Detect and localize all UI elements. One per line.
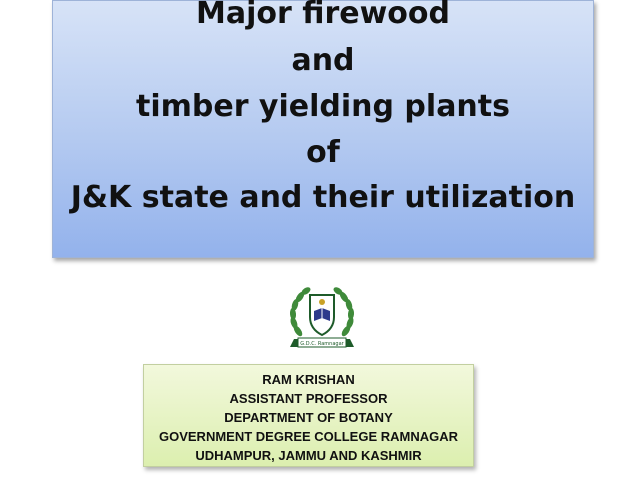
- title-line-2: and: [291, 43, 355, 78]
- laurel-emblem-icon: G.D.C. Ramnagar: [289, 287, 355, 348]
- author-designation: ASSISTANT PROFESSOR: [229, 391, 388, 406]
- author-department: DEPARTMENT OF BOTANY: [224, 410, 393, 425]
- title-line-1: Major firewood: [195, 0, 451, 31]
- logo-text: G.D.C. Ramnagar: [300, 341, 344, 347]
- college-logo: G.D.C. Ramnagar: [284, 281, 360, 353]
- title-box: Major firewood and timber yielding plant…: [52, 0, 594, 258]
- title-line-3: timber yielding plants: [135, 89, 510, 124]
- title-line-5: J&K state and their utilization: [70, 180, 576, 215]
- author-location: UDHAMPUR, JAMMU AND KASHMIR: [195, 448, 422, 463]
- author-college: GOVERNMENT DEGREE COLLEGE RAMNAGAR: [158, 429, 458, 444]
- title-line-4: of: [306, 135, 340, 170]
- author-name: RAM KRISHAN: [262, 372, 355, 387]
- author-info-box: RAM KRISHAN ASSISTANT PROFESSOR DEPARTME…: [143, 364, 474, 467]
